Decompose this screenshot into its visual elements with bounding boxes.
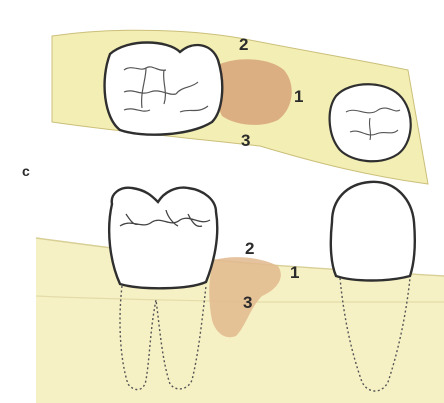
premolar-occlusal bbox=[330, 84, 411, 161]
occlusal-view: 2 1 3 bbox=[52, 30, 428, 184]
label-3-lateral: 3 bbox=[243, 293, 252, 312]
molar-occlusal bbox=[105, 43, 223, 135]
label-3-occlusal: 3 bbox=[241, 131, 250, 150]
label-1-occlusal: 1 bbox=[294, 87, 303, 106]
label-1-lateral: 1 bbox=[290, 263, 299, 282]
lateral-view: 2 1 3 bbox=[36, 182, 444, 403]
panel-letter: c bbox=[22, 163, 30, 179]
label-2-occlusal: 2 bbox=[239, 35, 248, 54]
graft-area-occlusal bbox=[216, 59, 292, 125]
label-2-lateral: 2 bbox=[245, 239, 254, 258]
